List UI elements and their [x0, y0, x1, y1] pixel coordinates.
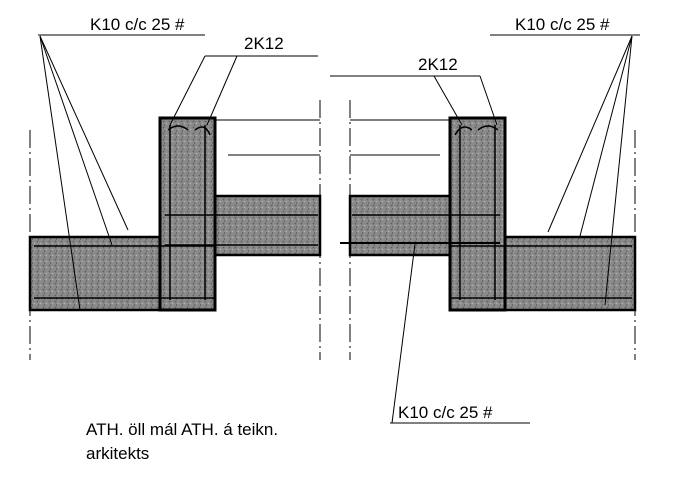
rebar-label-top-left: K10 c/c 25 #: [90, 15, 185, 34]
right-leader: [579, 35, 633, 237]
left-stirrup: [167, 125, 189, 131]
left-2k12-leader: [169, 55, 206, 126]
right-section: [330, 34, 640, 424]
right-leader: [547, 35, 633, 233]
right-stirrup: [477, 125, 499, 131]
right-2k12-leader: [479, 75, 498, 126]
architect-note-line-1: ATH. öll mál ATH. á teikn.: [86, 420, 279, 439]
right-2k12-leader: [433, 75, 463, 126]
left-2k12-leader: [206, 55, 238, 126]
right-concrete-section: [348, 116, 637, 312]
left-leader: [39, 35, 113, 246]
left-concrete-section: [28, 116, 322, 312]
left-leader: [39, 35, 81, 311]
rebar-label-top-right: K10 c/c 25 #: [515, 15, 610, 34]
bars-label-right: 2K12: [418, 55, 458, 74]
right-column: [448, 116, 507, 312]
left-stirrup: [194, 126, 211, 136]
left-column: [158, 116, 217, 312]
right-leader: [604, 35, 633, 306]
bottom-leader: [391, 243, 416, 424]
left-leader: [39, 35, 129, 231]
architect-note: ATH. öll mál ATH. á teikn. arkitekts: [86, 418, 406, 466]
bars-label-left: 2K12: [244, 34, 284, 53]
left-section: [28, 34, 322, 360]
right-stirrup: [454, 126, 473, 136]
architect-note-line-2: arkitekts: [86, 444, 150, 463]
rebar-label-bottom: K10 c/c 25 #: [398, 403, 493, 422]
